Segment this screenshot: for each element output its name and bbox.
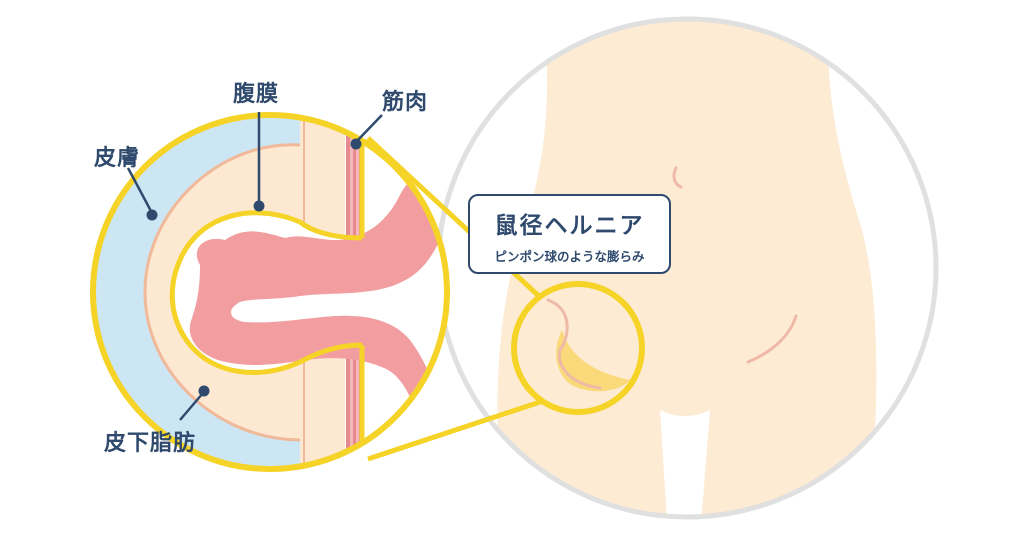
label-peritoneum: 腹膜 <box>233 82 280 107</box>
skin-pointer-dot <box>146 209 158 221</box>
muscle-pointer-dot <box>350 138 362 150</box>
label-muscle: 筋肉 <box>382 90 429 115</box>
leg-gap <box>660 410 710 517</box>
label-skin: 皮膚 <box>94 146 141 171</box>
navel <box>672 166 683 189</box>
groin-crease <box>546 298 602 390</box>
callout-title: 鼠径ヘルニア <box>494 213 645 239</box>
hernia-callout: 鼠径ヘルニア ピンポン球のような膨らみ <box>468 194 671 274</box>
skin-layer <box>93 115 300 469</box>
bulge-circle <box>511 281 645 415</box>
label-subcutaneous-fat: 皮下脂肪 <box>104 431 197 456</box>
peritoneum-pointer-dot <box>253 200 265 212</box>
groin-line-right <box>746 314 798 364</box>
callout-subtitle: ピンポン球のような膨らみ <box>494 249 645 264</box>
fat-pointer-dot <box>198 385 210 397</box>
intestine <box>189 173 440 420</box>
cross-section-circle <box>90 112 450 472</box>
bulge <box>556 330 630 392</box>
leader-lines <box>126 112 383 421</box>
